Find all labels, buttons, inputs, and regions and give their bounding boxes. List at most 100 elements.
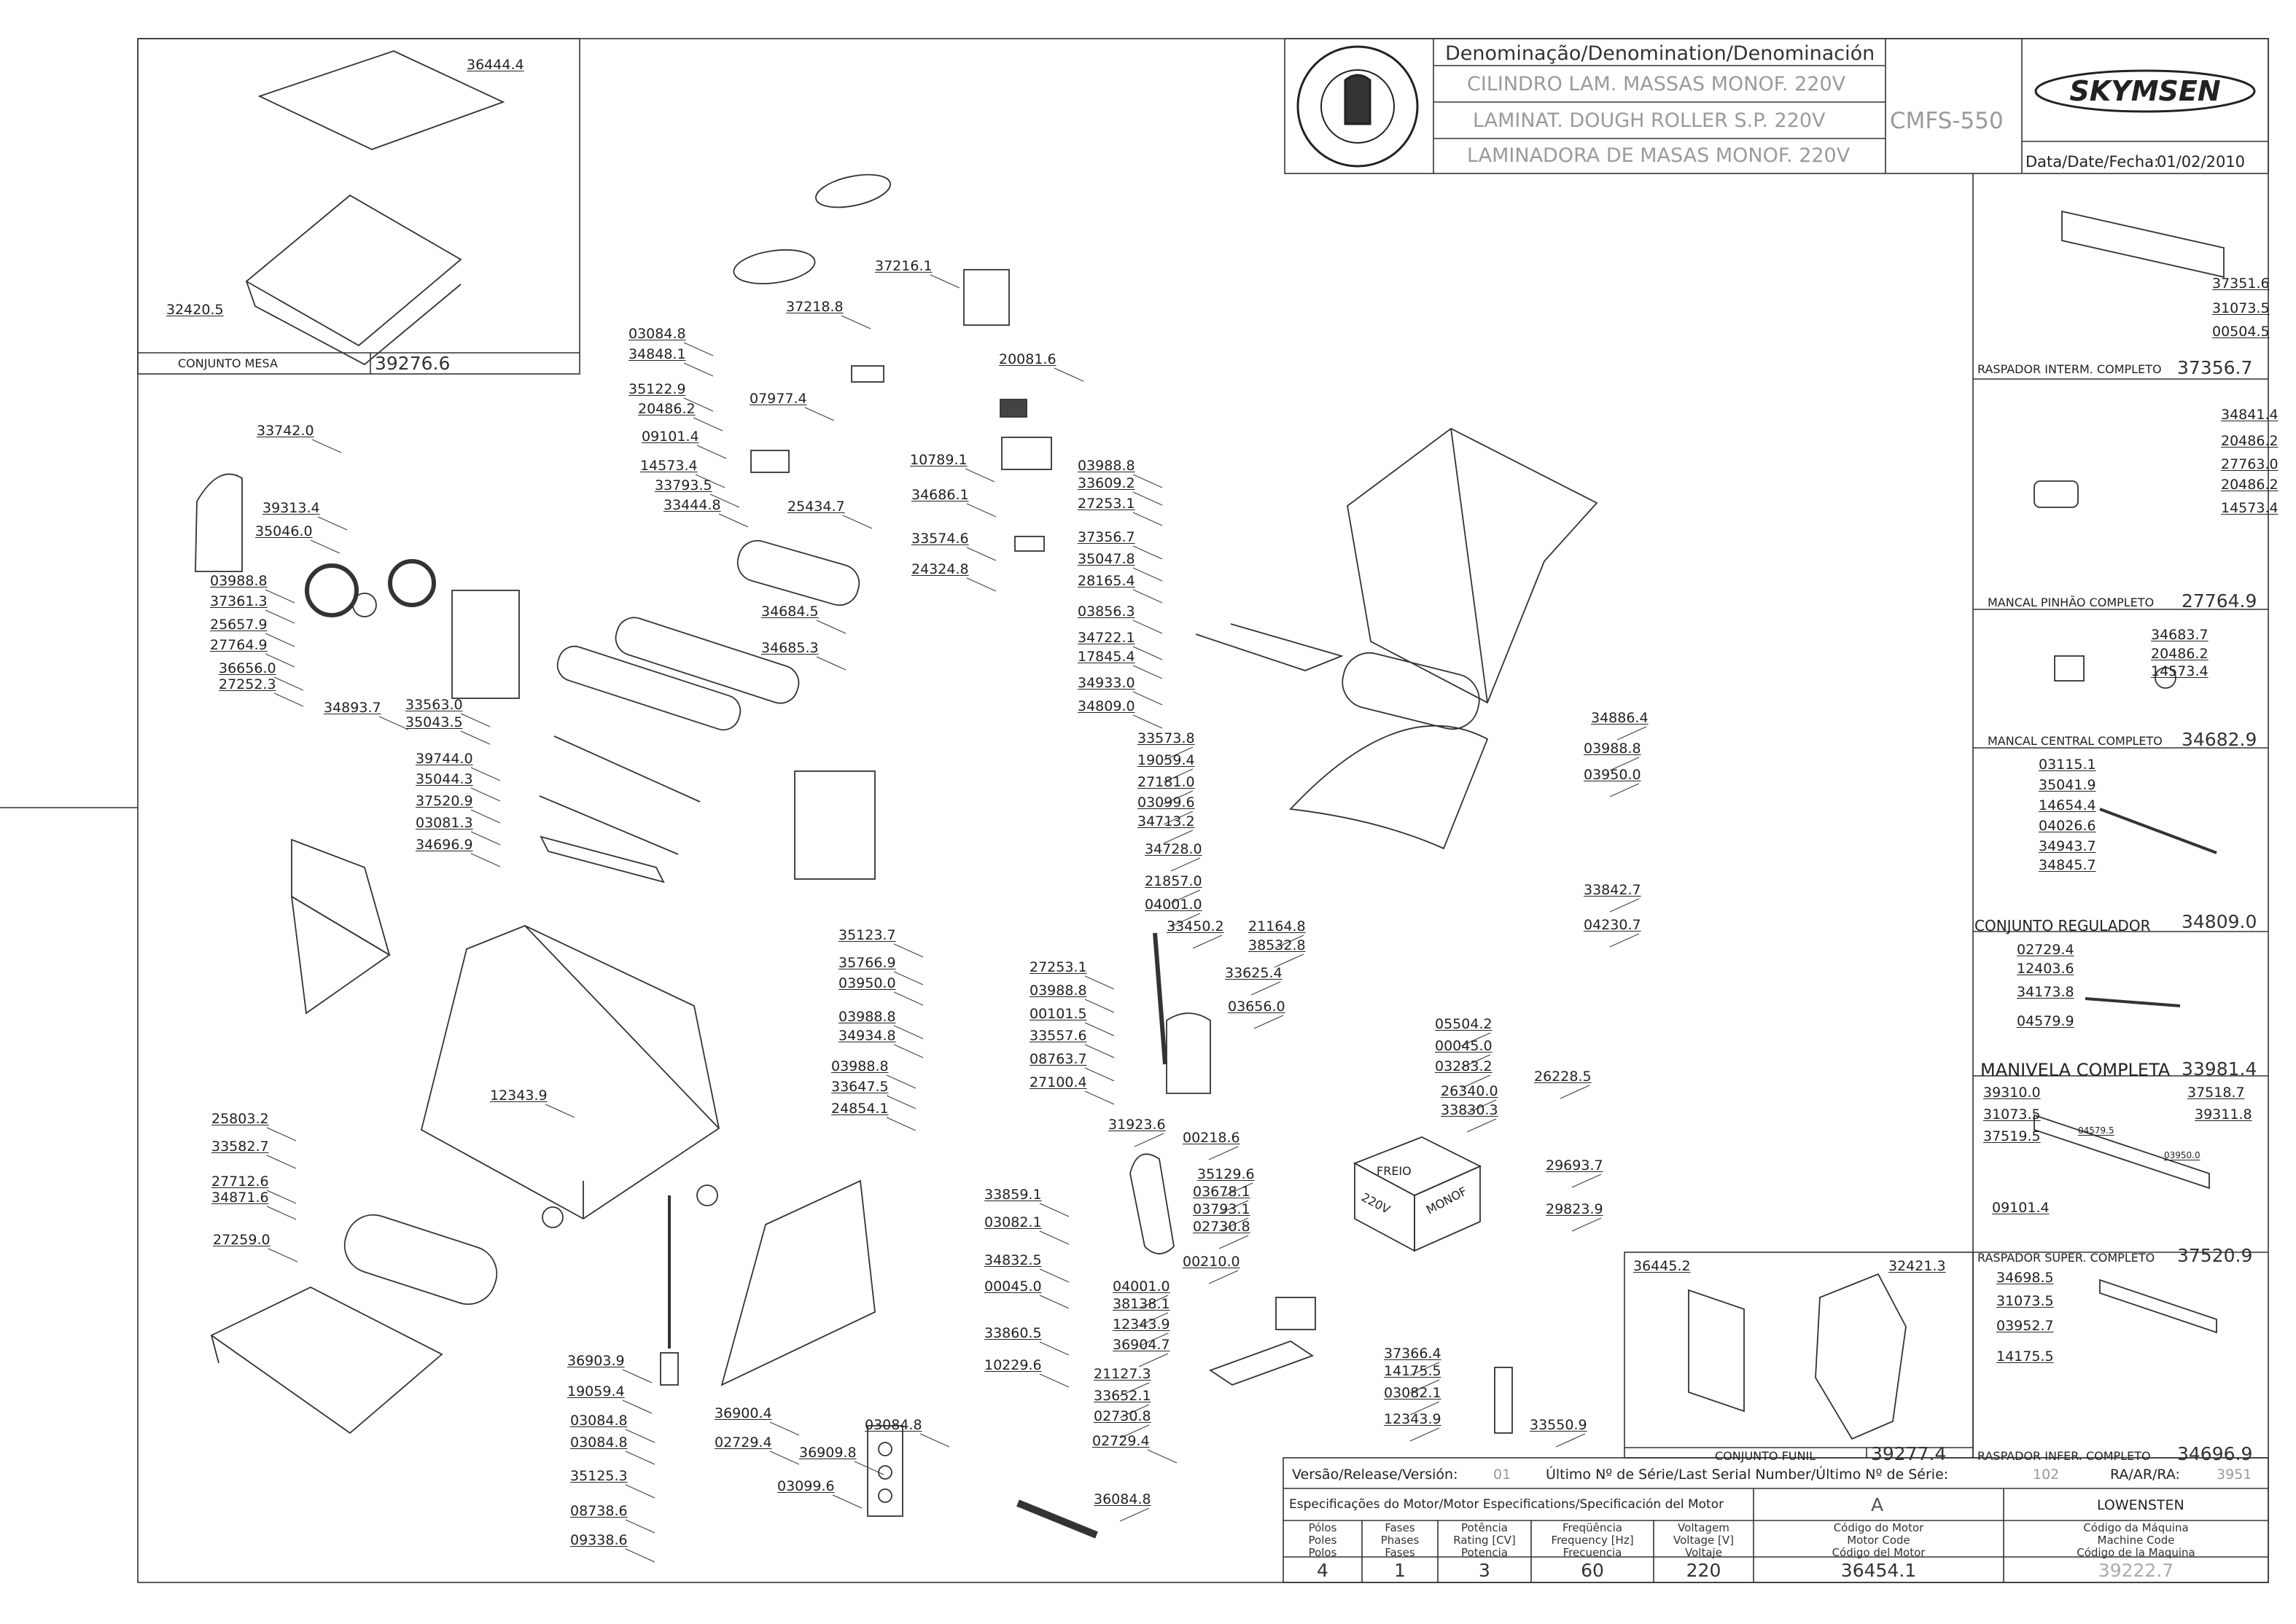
- chain-38532: [1153, 932, 1167, 1065]
- part-callout: 04230.7: [1584, 917, 1641, 933]
- leader-line: [816, 620, 847, 634]
- leader-line: [266, 1206, 297, 1220]
- leader-line: [1460, 1054, 1491, 1069]
- part-callout: 04001.0: [1145, 897, 1202, 913]
- leader-line: [886, 1095, 917, 1109]
- part-callout: 27764.9: [210, 637, 268, 653]
- part-callout: 33859.1: [984, 1187, 1042, 1203]
- leader-line: [1084, 999, 1115, 1013]
- part-callout: 35043.5: [405, 714, 463, 730]
- cylinder-33582: [343, 1214, 498, 1305]
- part-callout: 37356.7: [1078, 529, 1135, 545]
- funnel-tray-04230: [1289, 725, 1489, 850]
- version-label: Versão/Release/Versión:: [1292, 1467, 1458, 1483]
- leader-line: [832, 1494, 863, 1509]
- part-callout: 34871.6: [211, 1190, 269, 1206]
- leader-line: [310, 539, 340, 554]
- manivela-drawing: [2085, 997, 2181, 1007]
- leader-line: [709, 493, 740, 508]
- ra-label: RA/AR/RA:: [2110, 1467, 2180, 1483]
- leader-line: [1138, 1353, 1169, 1367]
- leader-line: [1132, 665, 1163, 679]
- part-callout: 00218.6: [1183, 1130, 1240, 1146]
- part-callout: 03084.8: [865, 1417, 922, 1433]
- leader-line: [622, 1399, 653, 1414]
- part-callout: 37361.3: [210, 593, 268, 609]
- part-callout: 27100.4: [1030, 1074, 1087, 1090]
- mp-part-4: 14573.4: [2221, 500, 2279, 516]
- leader-line: [1571, 1217, 1602, 1232]
- rs-part-7: 03950.0: [2164, 1150, 2200, 1160]
- leader-line: [1409, 1379, 1440, 1394]
- part-callout: 02730.8: [1094, 1408, 1151, 1424]
- part-callout: 02729.4: [1092, 1433, 1150, 1449]
- part-callout: 36656.0: [219, 660, 276, 676]
- leader-line: [965, 468, 995, 483]
- part-callout: 03084.8: [570, 1413, 628, 1429]
- bracket-33652: [1209, 1340, 1314, 1386]
- table-35125: [210, 1286, 443, 1434]
- link-36084: [1016, 1499, 1098, 1539]
- pulley-large: [388, 559, 436, 607]
- regulador-drawing: [2099, 808, 2217, 854]
- part-callout: 27252.3: [219, 676, 276, 692]
- leader-line: [265, 589, 295, 604]
- rs-part-2: 39311.8: [2195, 1106, 2252, 1123]
- leader-line: [266, 1190, 297, 1204]
- leader-line: [1192, 934, 1223, 949]
- label-24324: [1014, 536, 1045, 552]
- part-callout: 03099.6: [1137, 795, 1195, 811]
- part-callout: 25803.2: [211, 1111, 269, 1127]
- rs-part-1: 37518.7: [2187, 1085, 2245, 1101]
- capacitor-36904: [1275, 1297, 1316, 1330]
- part-callout: 00210.0: [1183, 1254, 1240, 1270]
- ri-part-1: 31073.5: [2212, 300, 2270, 316]
- funil-36445: [1688, 1289, 1745, 1413]
- part-callout: 20081.6: [999, 351, 1056, 367]
- leader-line: [1132, 620, 1163, 634]
- part-callout: 34832.5: [984, 1252, 1042, 1268]
- power-value: 3: [1479, 1560, 1490, 1581]
- leader-line: [1208, 1270, 1239, 1284]
- mesa-label: CONJUNTO MESA: [178, 356, 278, 370]
- side-frame-right: [794, 770, 876, 880]
- pulley-small: [305, 563, 359, 617]
- rs-part-4: 37519.5: [1983, 1128, 2041, 1144]
- serial-label: Último Nº de Série/Last Serial Number/Úl…: [1546, 1467, 1949, 1483]
- leader-line: [1409, 1401, 1440, 1416]
- part-callout: 03678.1: [1193, 1184, 1250, 1200]
- part-callout: 27181.0: [1137, 774, 1195, 790]
- part-callout: 26340.0: [1441, 1083, 1498, 1099]
- leader-line: [1170, 889, 1201, 904]
- part-callout: 33582.7: [211, 1139, 269, 1155]
- leader-line: [1084, 975, 1115, 990]
- part-callout: 26228.5: [1534, 1069, 1592, 1085]
- part-callout: 29823.9: [1546, 1201, 1603, 1217]
- rf-part-1: 31073.5: [1996, 1293, 2054, 1309]
- part-callout: 03283.2: [1435, 1058, 1493, 1074]
- leader-line: [266, 1155, 297, 1169]
- part-callout: 35122.9: [629, 381, 686, 397]
- leader-line: [696, 445, 727, 459]
- part-callout: 14175.5: [1384, 1363, 1441, 1379]
- mesa-code: 39276.6: [375, 353, 451, 374]
- part-callout: 03950.0: [838, 975, 896, 991]
- leader-line: [842, 515, 873, 529]
- part-callout: 35047.8: [1078, 551, 1135, 567]
- raspador-super-label: RASPADOR SUPER. COMPLETO: [1977, 1251, 2155, 1265]
- leader-line: [1132, 567, 1163, 582]
- mc-part-1: 20486.2: [2151, 646, 2209, 662]
- mancal-central-label: MANCAL CENTRAL COMPLETO: [1988, 734, 2163, 748]
- leader-line: [311, 439, 342, 453]
- model-code: CMFS-550: [1890, 108, 2004, 134]
- motor-freio-label: FREIO: [1377, 1164, 1412, 1178]
- sticker-37216: [815, 173, 891, 208]
- leader-line: [1274, 953, 1304, 968]
- leader-line: [966, 547, 997, 561]
- raspador-super-code: 37520.9: [2177, 1245, 2253, 1266]
- sticker-37218: [733, 249, 816, 285]
